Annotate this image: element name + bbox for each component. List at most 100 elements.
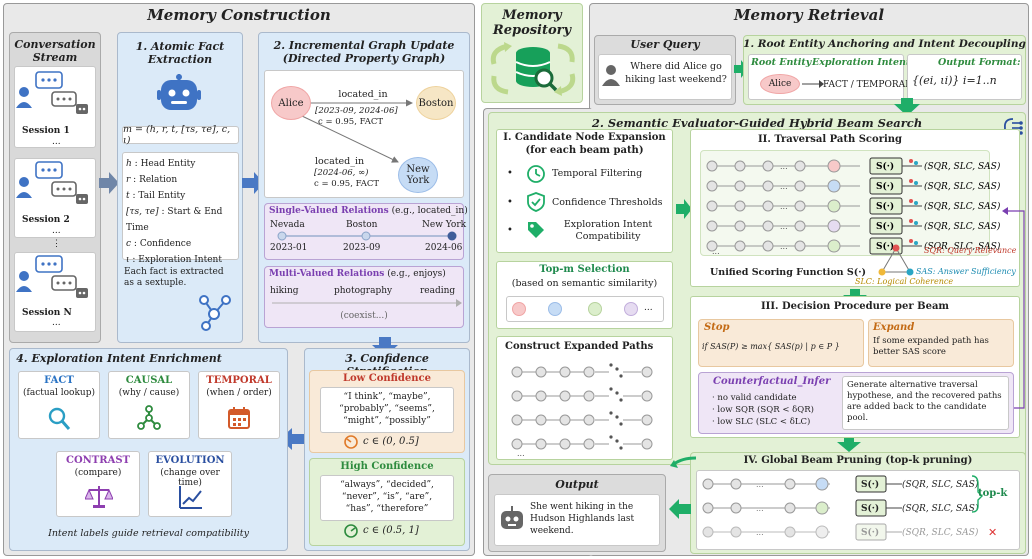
path-node bbox=[535, 366, 547, 378]
topm-ellipsis: ... bbox=[644, 303, 653, 313]
fan-node bbox=[615, 391, 619, 395]
graph-edges bbox=[301, 99, 413, 163]
session-n-dots: ... bbox=[52, 318, 61, 328]
date-2: 2023-09 bbox=[343, 243, 381, 253]
score-dot bbox=[909, 179, 913, 183]
score-label: S(·) bbox=[876, 161, 894, 172]
pruning-title: IV. Global Beam Pruning (top-k pruning) bbox=[743, 455, 973, 466]
path-node bbox=[535, 414, 547, 426]
intent-evolution-card bbox=[148, 451, 232, 517]
root-anchoring-title: 1. Root Entity Anchoring and Intent Deco… bbox=[743, 38, 1026, 50]
path-node bbox=[535, 438, 547, 450]
sextuple-legend bbox=[122, 152, 239, 260]
score-dot bbox=[909, 239, 913, 243]
path-node bbox=[827, 159, 841, 173]
score-lc-label: SLC: Logical Coherence bbox=[855, 277, 954, 286]
user-icon bbox=[602, 65, 620, 86]
multi-valued-box bbox=[264, 266, 464, 328]
counterfactual-text: Generate alternative traversal hypothese… bbox=[842, 376, 1009, 430]
intent-temporal-label: TEMPORAL bbox=[206, 375, 272, 386]
place-nevada: Nevada bbox=[270, 220, 305, 230]
path-ellipsis: ... bbox=[780, 162, 788, 171]
path-node bbox=[583, 438, 595, 450]
root-alice-node: Alice bbox=[760, 74, 800, 94]
topm-node bbox=[548, 302, 562, 316]
intent-compatibility-label: Exploration Intent Compatibility bbox=[563, 219, 653, 242]
fan-node bbox=[609, 411, 613, 415]
score-triple: (SQR, SLC, SAS) bbox=[924, 241, 1001, 252]
score-dot bbox=[909, 199, 913, 203]
path-node bbox=[730, 526, 742, 538]
score-dot bbox=[914, 181, 918, 185]
feedback-loop-arrow bbox=[1002, 207, 1025, 409]
path-node bbox=[702, 526, 714, 538]
robot-icon bbox=[501, 506, 523, 529]
fan-node bbox=[619, 398, 623, 402]
path-node bbox=[794, 240, 806, 252]
edge1-time: [2023-09, 2024-06] bbox=[315, 106, 398, 116]
bullet: • bbox=[507, 197, 513, 208]
boston-node: Boston bbox=[416, 86, 456, 120]
counterfactual-conditions: · no valid candidate · low SQR (SQR < δQ… bbox=[712, 392, 814, 428]
fan-node bbox=[609, 435, 613, 439]
cf-condition: · no valid candidate bbox=[712, 393, 797, 403]
intent-fact-card bbox=[18, 371, 100, 439]
path-ellipsis: ... bbox=[780, 202, 788, 211]
path-node bbox=[641, 414, 653, 426]
chat-icon bbox=[16, 255, 88, 298]
date-3: 2024-06 bbox=[425, 243, 463, 253]
path-node bbox=[583, 366, 595, 378]
trend-chart-icon bbox=[179, 486, 202, 509]
path-ellipsis: ... bbox=[780, 242, 788, 251]
graph-update-title: 2. Incremental Graph Update bbox=[273, 39, 455, 52]
fan-node bbox=[615, 439, 619, 443]
expand-title: Expand bbox=[873, 322, 915, 333]
path-node bbox=[734, 160, 746, 172]
curved-arrow-icon bbox=[670, 456, 697, 468]
candidate-expansion-card bbox=[496, 129, 673, 253]
intent-enrichment-title: 4. Exploration Intent Enrichment bbox=[16, 352, 222, 365]
path-node bbox=[794, 220, 806, 232]
intent-causal-card bbox=[108, 371, 190, 439]
chat-icon bbox=[16, 161, 88, 204]
arrow-right-icon bbox=[99, 172, 119, 194]
topk-label: top-k bbox=[978, 488, 1008, 499]
arrow-down-icon bbox=[894, 98, 920, 116]
score-label: S(·) bbox=[861, 503, 879, 514]
score-triple: (SQR, SLC, SAS) bbox=[902, 479, 979, 490]
path-node bbox=[794, 180, 806, 192]
score-label: S(·) bbox=[876, 181, 894, 192]
output-format-label: Output Format: bbox=[938, 57, 1021, 68]
legend-text: Tail Entity bbox=[138, 191, 186, 201]
expanded-paths: ... bbox=[511, 363, 653, 456]
path-node bbox=[641, 438, 653, 450]
shield-check-icon bbox=[527, 192, 545, 212]
arrow-right-icon bbox=[802, 80, 824, 88]
scale-icon bbox=[85, 486, 113, 508]
score-label: S(·) bbox=[861, 479, 879, 490]
score-label: S(·) bbox=[876, 221, 894, 232]
single-valued-label: Single-Valued Relations bbox=[269, 206, 389, 216]
topm-title: Top-m Selection bbox=[539, 264, 630, 275]
score-triple: (SQR, SLC, SAS) bbox=[924, 181, 1001, 192]
score-dot bbox=[914, 221, 918, 225]
legend-symbol: h bbox=[126, 159, 132, 169]
intent-note: Intent labels guide retrieval compatibil… bbox=[48, 528, 249, 539]
fan-node bbox=[615, 415, 619, 419]
session-2-dots: ... bbox=[52, 226, 61, 236]
conversation-stream-title: Conversation Stream bbox=[14, 38, 96, 64]
alice-label: Alice bbox=[278, 97, 304, 109]
magnifier-icon bbox=[48, 407, 71, 430]
score-triple: (SQR, SLC, SAS) bbox=[902, 527, 979, 538]
graph-nodes-icon bbox=[199, 295, 231, 331]
path-node bbox=[511, 414, 523, 426]
path-node bbox=[815, 525, 829, 539]
causal-graph-icon bbox=[137, 405, 161, 430]
legend-list: h : Head Entity r : Relation t : Tail En… bbox=[126, 159, 223, 265]
confidence-thresholds-label: Confidence Thresholds bbox=[552, 197, 663, 208]
high-confidence-range: c ∈ (0.5, 1] bbox=[363, 525, 419, 536]
path-node bbox=[734, 200, 746, 212]
path-node bbox=[559, 438, 571, 450]
path-node bbox=[784, 478, 796, 490]
path-ellipsis: ... bbox=[756, 480, 764, 489]
